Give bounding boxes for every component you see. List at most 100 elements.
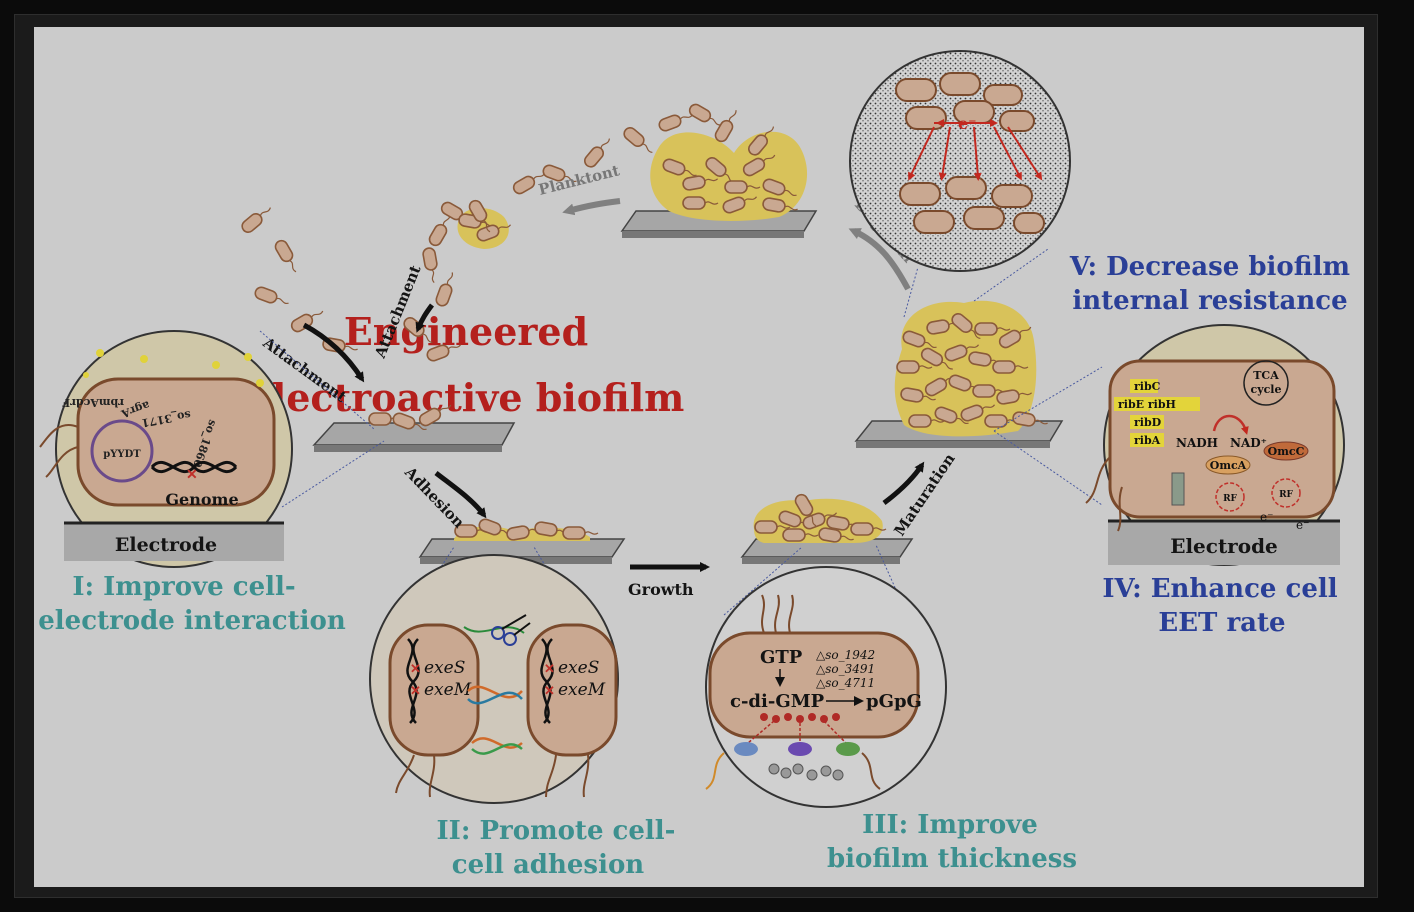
bacterial-cell xyxy=(542,164,577,183)
label-growth: Growth xyxy=(628,580,694,599)
bacterial-cell xyxy=(742,154,776,177)
caption-iv-line2: EET rate xyxy=(1158,608,1285,638)
gtp-label: GTP xyxy=(760,647,803,668)
bacterial-cell xyxy=(996,389,1033,405)
genome-label: Genome xyxy=(165,490,238,509)
bacterial-cell xyxy=(418,404,452,427)
electrode-plate-attachment xyxy=(312,422,516,452)
gene-exem-left: exeM xyxy=(424,680,472,700)
inset-biofilm-thickness: GTP △so_1942 △so_3491 △so_4711 c-di-GMP … xyxy=(705,566,947,808)
arrow-dispersal xyxy=(848,228,911,291)
bacterial-cell xyxy=(722,196,758,214)
bacterial-cell xyxy=(794,493,817,527)
bacterial-cell xyxy=(583,138,611,168)
inset5-cells-top xyxy=(895,72,1035,132)
gene-ribe-ribh: ribE ribH xyxy=(1118,398,1176,411)
deletion-so1942: △so_1942 xyxy=(816,648,875,662)
bacterial-cell xyxy=(902,330,937,349)
bacterial-cell xyxy=(908,414,945,428)
cdigmp-molecules xyxy=(760,713,840,723)
bacterial-cells xyxy=(241,103,1048,543)
gene-exes-left: exeS xyxy=(424,658,465,678)
caption-ii-line1: II: Promote cell- xyxy=(437,816,676,846)
bacterial-cell xyxy=(934,406,969,425)
bacterial-cell xyxy=(682,196,719,210)
effector-protein-icon xyxy=(836,742,860,756)
bacterial-cell xyxy=(274,239,297,273)
inset-promote-adhesion: ✕ ✕ ✕ ✕ exeS exeM exeS exeM xyxy=(369,554,619,804)
dna-helix-icon xyxy=(150,460,238,474)
bacterial-cell xyxy=(426,344,462,362)
inset2-dna-left xyxy=(406,638,420,724)
tca-cycle-icon xyxy=(1243,360,1289,406)
caption-v-line2: internal resistance xyxy=(1072,286,1347,316)
bacterial-cell xyxy=(762,197,798,213)
polysaccharide-chain-icon xyxy=(768,763,844,781)
bacterial-cell xyxy=(782,528,819,542)
caption-v-line1: V: Decrease biofilm xyxy=(1069,252,1350,282)
caption-i-line1: I: Improve cell- xyxy=(72,572,295,602)
bacterial-cell xyxy=(478,518,513,537)
bacterial-cell xyxy=(974,322,1011,336)
bacterial-cell xyxy=(900,387,936,403)
inset-improve-cell-electrode: pYYDT rbmAcdrF agrA so_3171 so_1860 ✕ Ge… xyxy=(39,330,293,568)
tca-cycle-label: cycle xyxy=(1251,383,1282,396)
biofilm-diagram: Engineered electroactive biofilm Attachm… xyxy=(38,50,1350,880)
bacterial-cell xyxy=(802,512,838,530)
effector-protein-icon xyxy=(788,742,812,756)
bacterial-cell xyxy=(422,247,438,284)
arrow-adhesion xyxy=(434,471,487,519)
signal-molecules xyxy=(83,349,264,387)
bacterial-cell xyxy=(435,272,454,307)
inset2-dna-right xyxy=(540,638,554,724)
title-line1: Engineered xyxy=(344,309,588,354)
inset4-electrode-label: Electrode xyxy=(1170,534,1278,558)
bacterial-cell xyxy=(682,175,719,191)
title-line2: electroactive biofilm xyxy=(248,375,685,420)
inset-internal-resistance: e⁻ xyxy=(849,50,1071,272)
bacterial-cell xyxy=(392,412,427,431)
label-maturation: Maturation xyxy=(890,450,958,539)
bacterial-cell xyxy=(747,126,775,156)
gene-rbmacdrf: rbmAcdrF xyxy=(62,396,124,409)
bacterial-cell xyxy=(948,374,983,393)
caption-iii-line1: III: Improve xyxy=(862,810,1038,840)
inset-enhance-eet: ribC ribE ribH ribD ribA TCA cycle NADH … xyxy=(1085,324,1345,566)
electron-transfer-arrows xyxy=(908,126,1043,181)
bacterial-cell xyxy=(920,347,953,370)
deletion-so3491: △so_3491 xyxy=(816,662,875,676)
bacterial-cell xyxy=(254,286,289,305)
omca-label: OmcA xyxy=(1210,459,1247,472)
arrow-attachment-right xyxy=(415,303,435,333)
gene-ribc: ribC xyxy=(1134,380,1161,393)
gene-exem-right: exeM xyxy=(558,680,606,700)
bacterial-cell xyxy=(818,527,854,543)
knockout-x-icon: ✕ xyxy=(186,467,198,483)
svg-text:✕: ✕ xyxy=(544,684,555,699)
nadh-label: NADH xyxy=(1176,436,1218,450)
bacterial-cell xyxy=(944,344,980,362)
electron-label-1: e⁻ xyxy=(1260,510,1273,524)
arrow-maturation xyxy=(882,461,925,505)
nad-label: NAD⁺ xyxy=(1230,436,1267,450)
bacterial-cell xyxy=(468,199,491,233)
bacterial-cell xyxy=(562,526,599,540)
inset1-cell xyxy=(76,377,276,507)
bacterial-cell xyxy=(476,224,512,242)
cdigmp-label: c-di-GMP xyxy=(730,691,825,712)
plasmid-label: pYYDT xyxy=(103,449,141,460)
bacterial-cell xyxy=(714,110,737,143)
bacterial-cell xyxy=(972,384,1009,398)
rf-label-1: RF xyxy=(1223,494,1237,504)
svg-text:✕: ✕ xyxy=(544,662,555,677)
caption-iv-line1: IV: Enhance cell xyxy=(1102,574,1337,604)
electron-label-2: e⁻ xyxy=(1296,518,1309,532)
svg-text:✕: ✕ xyxy=(410,662,421,677)
bacterial-cell xyxy=(951,312,981,340)
bacterial-cell xyxy=(506,525,543,541)
label-adhesion: Adhesion xyxy=(400,463,468,532)
bacterial-cell xyxy=(998,326,1032,349)
figure-panel: Engineered electroactive biofilm Attachm… xyxy=(34,27,1364,887)
bacterial-cell xyxy=(688,103,721,126)
bacterial-cell xyxy=(896,360,933,374)
